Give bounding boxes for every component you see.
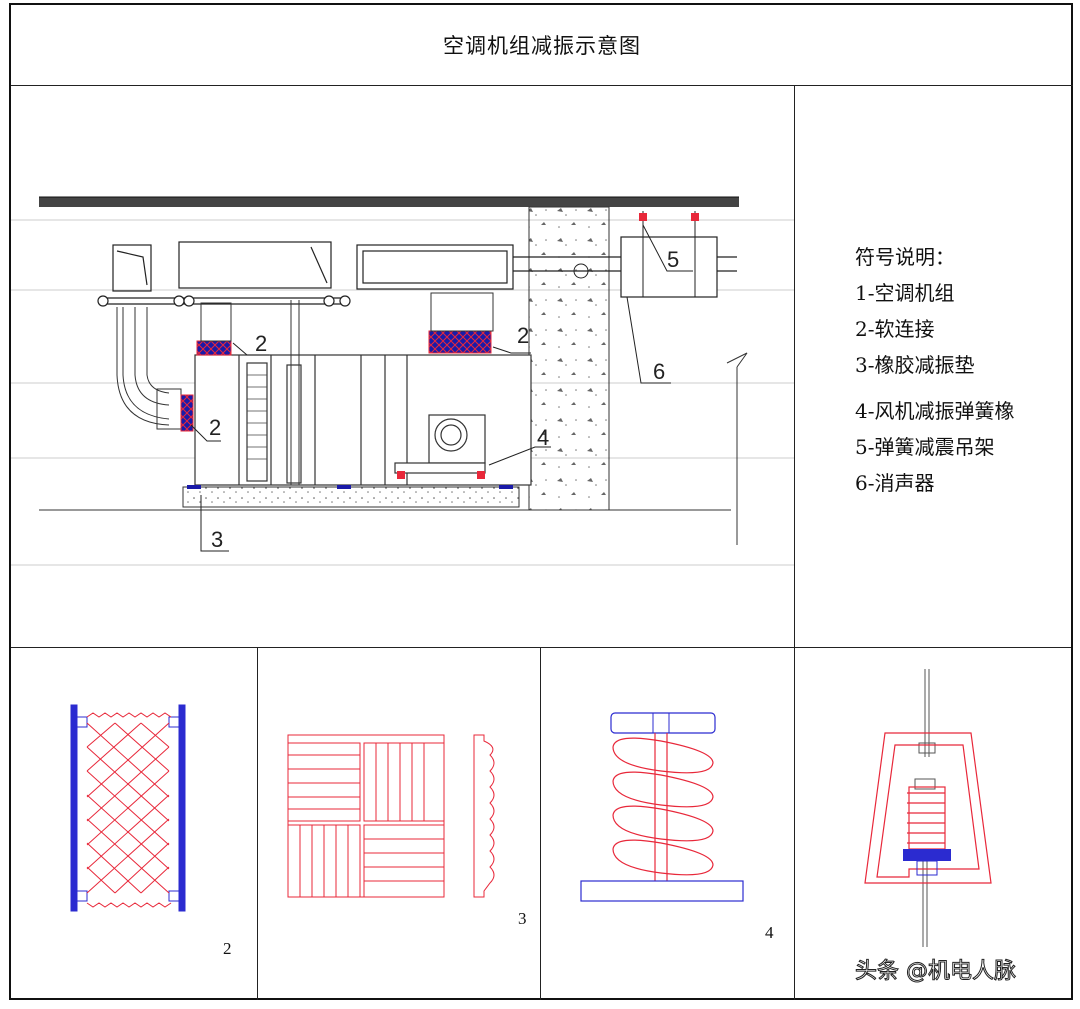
fan-isolator-1 bbox=[397, 471, 405, 479]
detail-flex-connector: 2 bbox=[11, 647, 257, 1000]
legend-heading: 符号说明： bbox=[855, 245, 955, 269]
connector-frames bbox=[200, 292, 494, 342]
detail-2-number: 2 bbox=[223, 939, 232, 958]
vertical-pipe bbox=[290, 300, 300, 485]
legend-item-6: 6-消声器 bbox=[855, 471, 935, 495]
flex-connector-drawing bbox=[70, 704, 186, 912]
rubber-pad-drawing bbox=[287, 734, 495, 898]
callout-4: 4 bbox=[537, 425, 549, 450]
detail-spring-hanger bbox=[794, 647, 1071, 1000]
detail-spring-isolator: 4 bbox=[540, 647, 794, 1000]
ahu-unit bbox=[194, 354, 532, 486]
legend-item-2: 2-软连接 bbox=[855, 317, 935, 341]
callout-2-right: 2 bbox=[517, 323, 529, 348]
rubber-pad-3 bbox=[499, 485, 513, 489]
elevation-drawing: 2 2 2 3 4 5 6 bbox=[11, 196, 794, 566]
break-line bbox=[726, 352, 748, 545]
spring-hanger-1 bbox=[639, 213, 647, 221]
spring-hanger-drawing bbox=[864, 669, 992, 947]
legend-item-1: 1-空调机组 bbox=[855, 281, 955, 305]
coil-fins bbox=[247, 374, 267, 460]
fan-isolator-2 bbox=[477, 471, 485, 479]
spring-hanger-2 bbox=[691, 213, 699, 221]
spring-isolator-drawing bbox=[580, 712, 744, 902]
flex-connector-top-2 bbox=[428, 330, 492, 354]
legend-item-5: 5-弹簧减震吊架 bbox=[855, 435, 995, 459]
ceiling-slab bbox=[39, 197, 739, 207]
legend-item-3: 3-橡胶减振垫 bbox=[855, 353, 975, 377]
concrete-wall bbox=[528, 206, 610, 511]
drawing-title: 空调机组减振示意图 bbox=[11, 5, 1073, 86]
hanger-rail bbox=[97, 295, 351, 307]
rubber-pad-1 bbox=[187, 485, 201, 489]
detail-row: 2 bbox=[11, 647, 1071, 1000]
rubber-pad-2 bbox=[337, 485, 351, 489]
return-elbow-duct bbox=[116, 307, 182, 430]
callout-6: 6 bbox=[653, 359, 665, 384]
callout-leaders bbox=[190, 224, 693, 552]
main-elevation-panel: 2 2 2 3 4 5 6 符号说明： 1-空调机组 2-软连接 3-橡胶减振垫… bbox=[11, 85, 1071, 648]
flex-connector-top-1 bbox=[196, 340, 232, 356]
flex-connector-left bbox=[180, 394, 194, 432]
legend-panel: 符号说明： 1-空调机组 2-软连接 3-橡胶减振垫 4-风机减振弹簧橡 5-弹… bbox=[794, 85, 1072, 647]
callout-2-left: 2 bbox=[209, 415, 221, 440]
watermark: 头条 @机电人脉 bbox=[855, 959, 1017, 985]
detail-3-number: 3 bbox=[518, 909, 527, 928]
callout-5: 5 bbox=[667, 247, 679, 272]
callout-labels: 2 2 2 3 4 5 6 bbox=[209, 247, 679, 552]
legend-item-4: 4-风机减振弹簧橡 bbox=[855, 399, 1015, 423]
callout-3: 3 bbox=[211, 527, 223, 552]
detail-rubber-pad: 3 bbox=[257, 647, 540, 1000]
drawing-frame: 空调机组减振示意图 bbox=[9, 3, 1073, 1000]
detail-4-number: 4 bbox=[765, 923, 774, 942]
callout-2-top: 2 bbox=[255, 331, 267, 356]
base-pad bbox=[182, 486, 520, 508]
